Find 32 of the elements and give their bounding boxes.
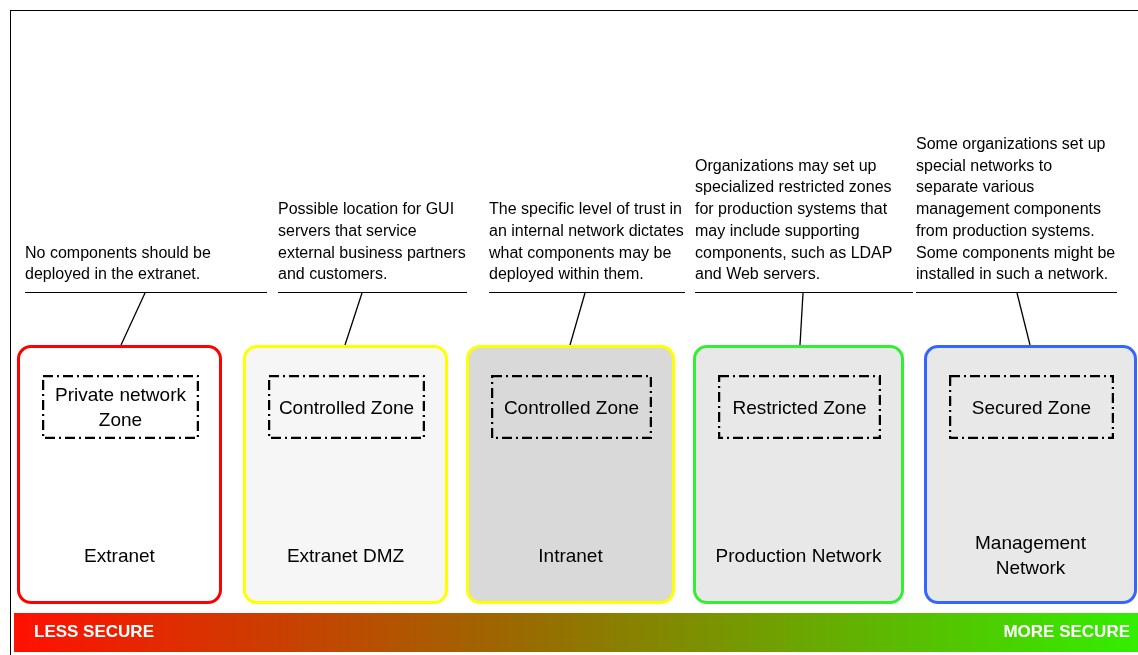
callout-note: Organizations may set up specialized restricted zones for production systems that may include supporting components, such as LDAP and Web servers.: [695, 155, 894, 285]
zone-tag-box: [491, 375, 652, 439]
callout-note: Possible location for GUI servers that service external business partners and customers.: [278, 199, 467, 285]
zone-tag-box: [949, 375, 1114, 439]
zone-box: [466, 345, 675, 604]
zone-tag-box: [268, 375, 425, 439]
leader-line: [120, 292, 146, 346]
zone-tag-label: Secured Zone: [970, 395, 1093, 420]
zone-name: Extranet: [83, 543, 156, 568]
zone-tag-label: Controlled Zone: [502, 395, 641, 420]
zone-name: Production Network: [714, 543, 883, 568]
callout-note: The specific level of trust in an internal network dictates what components may be deployed within them.: [489, 199, 685, 285]
zone-tag-label: Restricted Zone: [731, 395, 868, 420]
scale-label: LESS SECURE: [34, 622, 154, 642]
zone-box: [17, 345, 222, 604]
callout-note: No components should be deployed in the extranet.: [25, 242, 212, 285]
leader-line: [569, 292, 586, 346]
zone-tag-box: [42, 375, 199, 439]
leader-line: [799, 292, 804, 346]
zone-box: [924, 345, 1137, 604]
callout-note: Some organizations set up special networks to separate various management components from production systems. Some components might be installed in such a network.: [916, 134, 1117, 285]
scale-label: MORE SECURE: [1003, 622, 1130, 642]
zone-tag-label: Controlled Zone: [277, 395, 416, 420]
zone-name: Intranet: [537, 543, 604, 568]
zone-tag-label: Private network Zone: [54, 383, 187, 432]
zone-tag-box: [718, 375, 881, 439]
leader-line: [1016, 292, 1031, 346]
zone-name: Management Network: [974, 531, 1087, 580]
zone-box: [243, 345, 448, 604]
leader-line: [344, 292, 363, 346]
zone-name: Extranet DMZ: [285, 543, 406, 568]
zone-box: [693, 345, 904, 604]
